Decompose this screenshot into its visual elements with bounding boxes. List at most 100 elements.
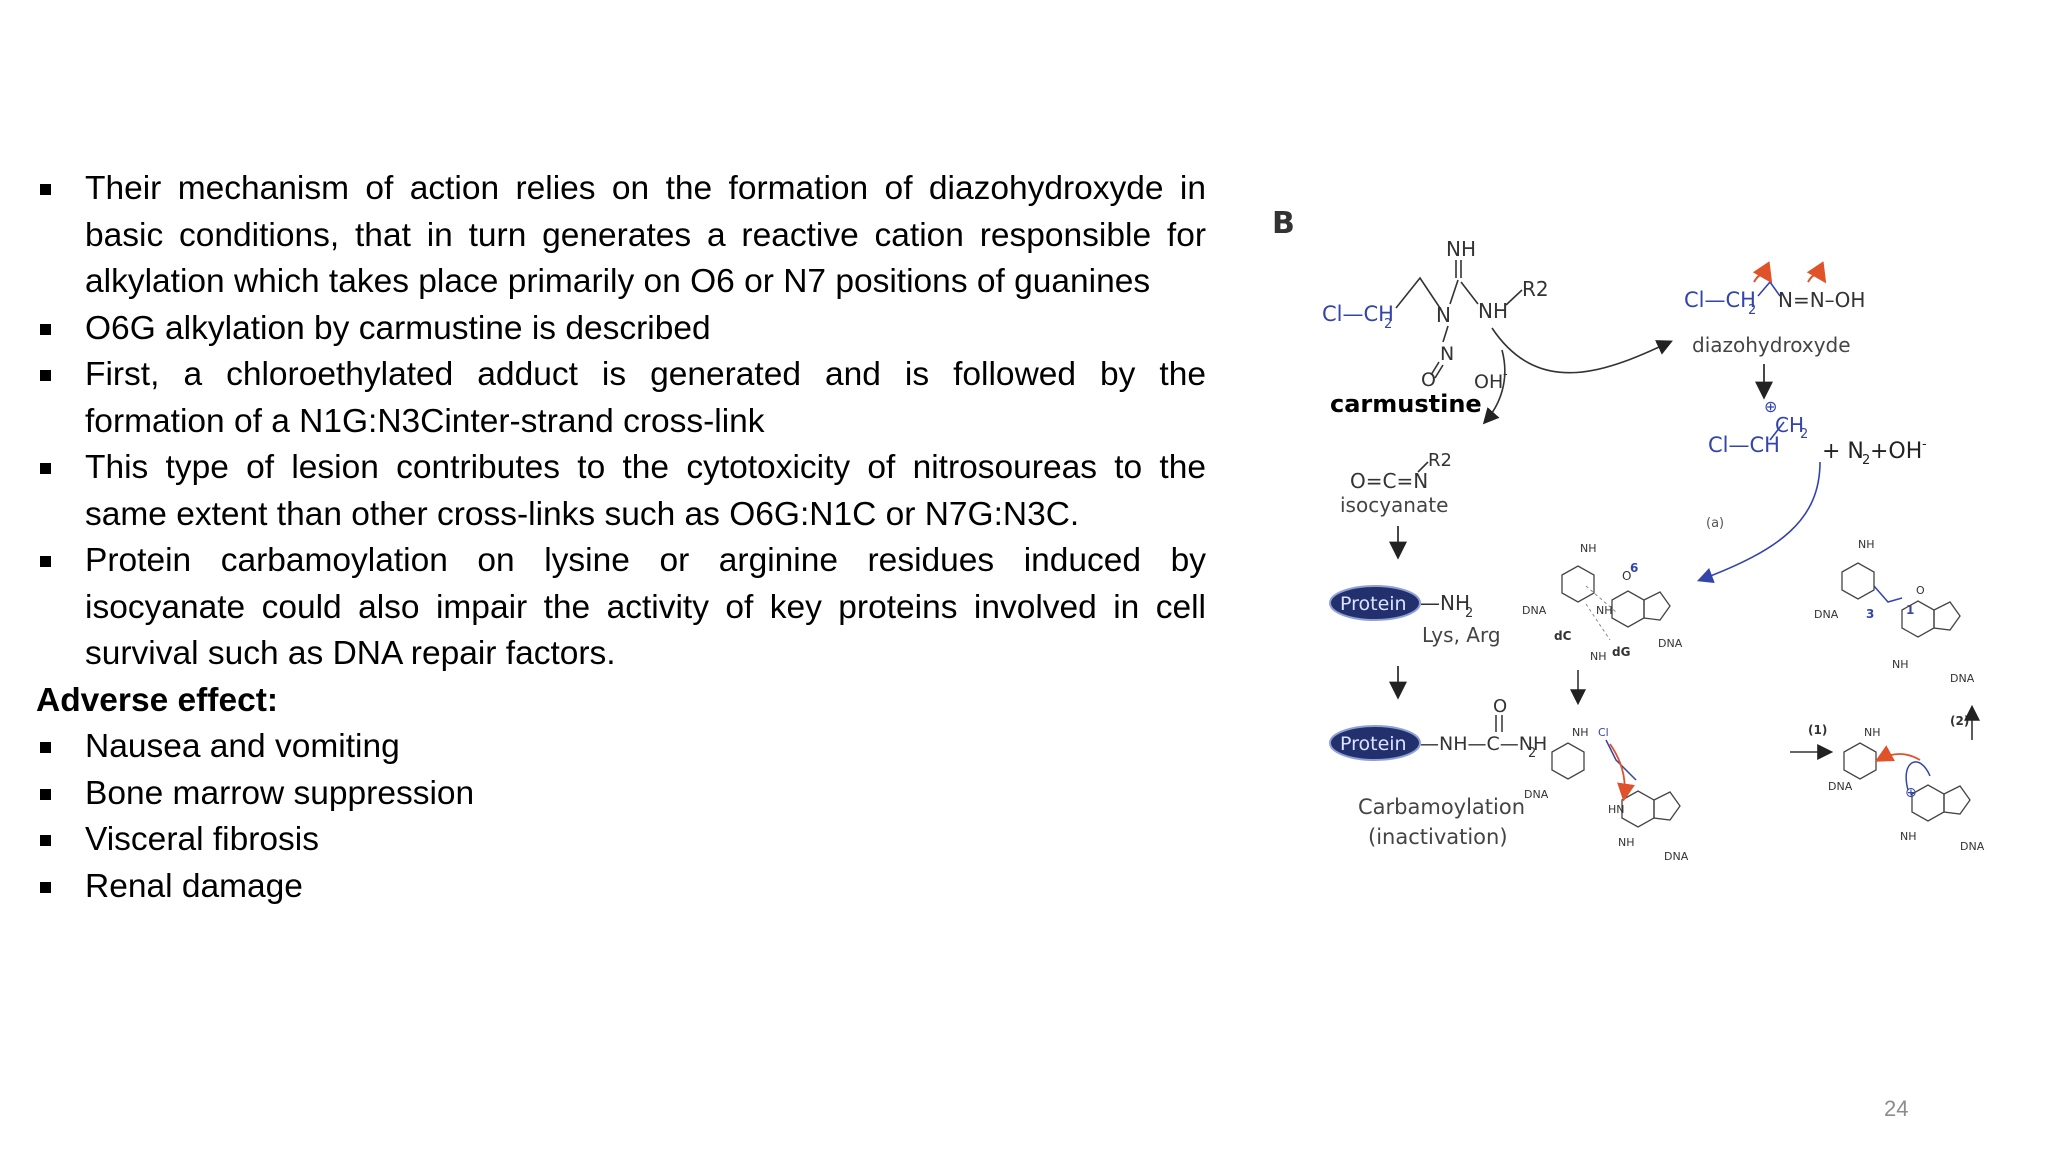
square-bullet-icon [40, 881, 51, 893]
carmustine-bond [1460, 281, 1479, 305]
cation-structure: ⊕ Cl—CH CH 2 + N 2 +OH - [1708, 397, 1927, 468]
carmustine-clch2: Cl—CH [1322, 302, 1394, 326]
carbamoylation-label: Carbamoylation [1358, 795, 1525, 819]
mechanism-figure: B Cl—CH 2 N NH NH R2 N O carmustine OH - [1272, 206, 1985, 863]
position-3: 3 [1866, 607, 1874, 621]
carmustine-sub2: 2 [1384, 317, 1392, 332]
inactivation-label: (inactivation) [1368, 825, 1508, 849]
cation-oh: +OH [1870, 439, 1922, 464]
alkylation-arrow [1697, 461, 1821, 583]
ring [1653, 791, 1681, 821]
cation-ch2: CH [1775, 413, 1804, 437]
electron-arrow [1806, 261, 1827, 284]
adverse-effect-heading: Adverse effect: [36, 681, 279, 719]
dg-label: dG [1612, 645, 1630, 659]
square-bullet-icon [40, 323, 51, 335]
ring [1843, 742, 1877, 780]
nh2-label: NH [1864, 726, 1881, 739]
text-column: Their mechanism of action relies on the … [36, 166, 1206, 910]
dna-label: DNA [1524, 788, 1549, 801]
protein-nh2-sub: 2 [1465, 606, 1473, 621]
position-6: 6 [1630, 561, 1638, 575]
adverse-text: Renal damage [85, 867, 303, 905]
dna-label: DNA [1658, 637, 1683, 650]
adverse-text: Visceral fibrosis [85, 821, 319, 858]
square-bullet-icon [40, 463, 51, 474]
carmustine-bonds [1395, 276, 1441, 309]
carmustine-bond [1430, 361, 1440, 376]
iso-r2: R2 [1428, 450, 1452, 471]
ring [1643, 591, 1671, 621]
cl-label: Cl [1598, 726, 1609, 739]
cation-clch2: Cl—CH [1708, 433, 1780, 457]
ring [1561, 565, 1595, 603]
nh2-label: NH [1590, 650, 1607, 663]
hydroxide-label: OH [1474, 371, 1503, 393]
cation-byproducts: + N [1822, 439, 1864, 464]
bullet-text: Their mechanism of action relies on the … [85, 170, 1206, 300]
page-number: 24 [1884, 1096, 1909, 1121]
electron-arrow [1752, 261, 1773, 284]
dna-label: DNA [1814, 608, 1839, 621]
chloroethyl-chain [1605, 739, 1637, 781]
carbamoyl-o: O [1493, 696, 1507, 717]
square-bullet-icon [40, 370, 51, 381]
carmustine-nh-2: NH [1478, 299, 1508, 323]
carmustine-nitroso-n: N [1440, 343, 1454, 365]
diazo-bond [1757, 280, 1781, 297]
hbond [1585, 585, 1617, 613]
electron-arrow [1609, 743, 1635, 802]
o-label: O [1622, 569, 1631, 583]
ring [1621, 790, 1655, 828]
ring [1841, 562, 1875, 600]
ethyl-bridge [1873, 585, 1903, 603]
oh-charge: - [1922, 437, 1927, 452]
adverse-item: Bone marrow suppression [36, 771, 1206, 818]
carmustine-nitroso-o: O [1421, 369, 1436, 391]
panel-letter: B [1272, 206, 1295, 241]
diazo-nnoh: N=N–OH [1778, 288, 1865, 312]
iso-bond [1417, 461, 1429, 473]
nh2-label: NH [1858, 538, 1875, 551]
nh2-label: NH [1900, 830, 1917, 843]
position-1: 1 [1906, 603, 1914, 617]
bullet-text: Protein carbamoylation on lysine or argi… [85, 542, 1206, 672]
plus-label: ⊕ [1905, 785, 1917, 801]
dna-label: DNA [1828, 780, 1853, 793]
o-label: O [1916, 584, 1925, 597]
bullet-text: First, a chloroethylated adduct is gener… [85, 356, 1206, 440]
adverse-text: Bone marrow suppression [85, 774, 475, 812]
protein-label: Protein [1340, 733, 1407, 755]
carmustine-bond [1442, 325, 1449, 343]
bullet-text: O6G alkylation by carmustine is describe… [85, 309, 711, 347]
diazohydroxyde-structure: Cl—CH 2 N=N–OH diazohydroxyde [1684, 261, 1865, 357]
ring [1911, 784, 1945, 822]
ring [1611, 590, 1645, 628]
nh2-label: NH [1580, 542, 1597, 555]
carbamoyl-sub: 2 [1528, 746, 1536, 761]
lys-arg-label: Lys, Arg [1422, 623, 1501, 647]
step-2-label: (2) [1950, 714, 1969, 728]
bullet-item: O6G alkylation by carmustine is describe… [36, 306, 1206, 353]
protein-ellipse [1329, 725, 1421, 761]
dna-label: DNA [1960, 840, 1985, 853]
adverse-item: Renal damage [36, 864, 1206, 911]
bullet-item: First, a chloroethylated adduct is gener… [36, 352, 1206, 445]
carmustine-bond [1449, 279, 1459, 305]
hbond [1585, 603, 1611, 641]
carmustine-structure: Cl—CH 2 N NH NH R2 N O carmustine OH - [1322, 237, 1549, 418]
iso-label: isocyanate [1340, 493, 1448, 517]
carmustine-n: N [1436, 303, 1451, 327]
nh2-label: NH [1618, 836, 1635, 849]
nh-label: NH [1596, 604, 1613, 617]
bullet-item: This type of lesion contributes to the c… [36, 445, 1206, 538]
square-bullet-icon [40, 556, 51, 567]
n2-sub: 2 [1862, 453, 1870, 468]
diazo-label: diazohydroxyde [1692, 333, 1851, 357]
step-1-label: (1) [1808, 723, 1827, 737]
square-bullet-icon [40, 184, 51, 195]
carmustine-bond [1434, 364, 1444, 379]
dna-label: DNA [1522, 604, 1547, 617]
ring [1943, 785, 1971, 815]
